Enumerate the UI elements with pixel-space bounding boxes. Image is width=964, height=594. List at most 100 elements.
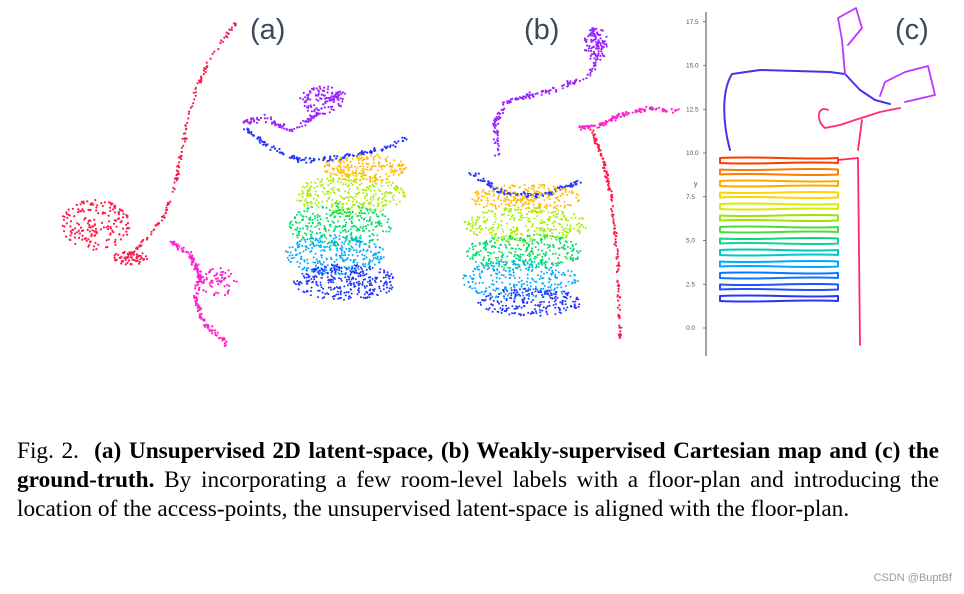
scatter-point: [476, 215, 479, 218]
scatter-point: [380, 181, 383, 184]
scatter-point: [310, 268, 313, 271]
scatter-point: [526, 213, 529, 215]
scatter-point: [518, 218, 520, 221]
scatter-point: [490, 274, 493, 277]
scatter-point: [552, 225, 555, 228]
scatter-point: [618, 265, 621, 268]
scatter-point: [380, 201, 383, 204]
scatter-point: [341, 174, 344, 177]
scatter-point: [374, 165, 377, 167]
scatter-point: [361, 169, 364, 172]
scatter-point: [550, 288, 553, 291]
scatter-point: [180, 247, 183, 250]
scatter-point: [508, 186, 511, 188]
scatter-point: [326, 217, 328, 220]
scatter-point: [553, 289, 556, 292]
scatter-point: [530, 260, 533, 263]
scatter-point: [498, 116, 501, 120]
scatter-point: [211, 281, 214, 284]
scatter-point: [508, 269, 511, 272]
scatter-point: [63, 230, 66, 233]
scatter-point: [548, 304, 551, 307]
scatter-point: [392, 144, 395, 147]
scatter-point: [491, 203, 494, 206]
scatter-point: [405, 166, 408, 169]
scatter-point: [333, 158, 336, 161]
scatter-point: [384, 194, 387, 197]
scatter-point: [384, 204, 387, 207]
scatter-point: [542, 252, 545, 255]
scatter-point: [344, 223, 347, 226]
scatter-point: [112, 222, 116, 225]
scatter-point: [328, 209, 331, 212]
scatter-point: [574, 216, 577, 219]
scatter-point: [498, 271, 501, 274]
scatter-point: [321, 234, 324, 237]
scatter-point: [502, 109, 505, 112]
trajectory-path: [719, 213, 839, 223]
scatter-point: [674, 109, 677, 112]
scatter-point: [315, 204, 318, 207]
scatter-point: [344, 258, 347, 261]
scatter-point: [196, 302, 199, 305]
scatter-point: [565, 231, 568, 233]
scatter-point: [531, 242, 534, 245]
scatter-point: [207, 327, 210, 330]
scatter-point: [617, 268, 620, 271]
scatter-point: [527, 287, 530, 290]
scatter-point: [270, 118, 273, 121]
scatter-point: [344, 225, 347, 228]
scatter-point: [338, 190, 340, 192]
scatter-point: [541, 221, 544, 224]
scatter-point: [589, 29, 592, 32]
scatter-point: [310, 181, 313, 184]
scatter-point: [500, 203, 503, 205]
scatter-point: [611, 115, 614, 118]
scatter-point: [522, 301, 525, 304]
scatter-point: [373, 243, 376, 246]
scatter-point: [311, 281, 314, 284]
scatter-point: [474, 222, 477, 225]
scatter-point: [364, 174, 367, 177]
scatter-point: [507, 267, 510, 269]
scatter-point: [532, 252, 535, 255]
scatter-point: [516, 244, 519, 247]
scatter-point: [554, 283, 557, 286]
scatter-point: [209, 57, 212, 60]
scatter-point: [574, 80, 577, 83]
scatter-point: [347, 191, 350, 194]
scatter-point: [301, 185, 304, 188]
scatter-point: [358, 207, 361, 210]
scatter-point: [467, 249, 470, 252]
scatter-point: [295, 228, 298, 231]
scatter-point: [79, 203, 82, 206]
scatter-point: [543, 193, 545, 196]
scatter-point: [303, 104, 306, 108]
scatter-point: [347, 169, 350, 172]
scatter-point: [341, 205, 344, 208]
scatter-point: [488, 307, 491, 310]
scatter-point: [350, 217, 353, 220]
scatter-point: [330, 187, 333, 190]
scatter-point: [597, 45, 600, 48]
scatter-point: [558, 187, 561, 190]
scatter-point: [484, 298, 487, 301]
scatter-point: [399, 160, 402, 163]
scatter-point: [488, 286, 491, 288]
scatter-point: [530, 238, 532, 241]
scatter-point: [383, 145, 386, 148]
scatter-point: [369, 284, 371, 287]
scatter-point: [372, 209, 375, 212]
scatter-point: [532, 238, 535, 241]
scatter-point: [321, 263, 324, 266]
scatter-point: [359, 266, 362, 269]
trajectory-path: [719, 248, 839, 257]
scatter-point: [209, 270, 212, 273]
scatter-point: [305, 181, 308, 184]
scatter-point: [317, 178, 319, 181]
scatter-point: [368, 175, 371, 178]
scatter-point: [490, 231, 493, 234]
scatter-point: [487, 265, 490, 268]
scatter-point: [570, 305, 573, 308]
scatter-point: [322, 94, 325, 97]
